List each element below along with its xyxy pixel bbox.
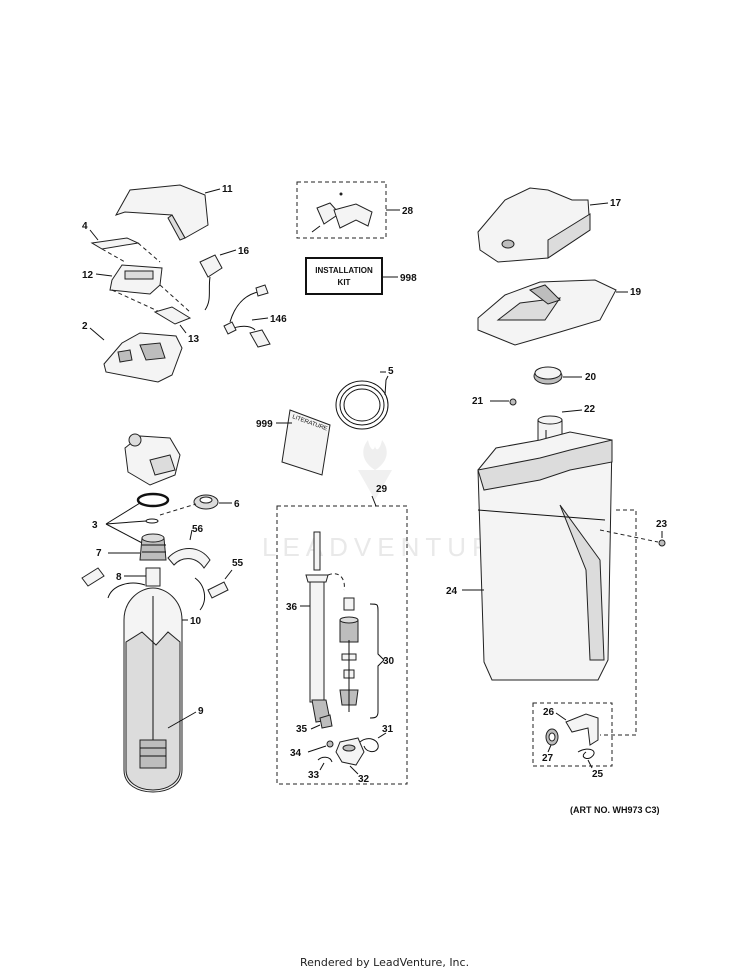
callout-20[interactable]: 20 <box>585 372 597 383</box>
callout-13[interactable]: 13 <box>188 334 200 345</box>
callout-6[interactable]: 6 <box>234 499 240 510</box>
part-17-top-cover[interactable] <box>477 187 591 263</box>
callout-23[interactable]: 23 <box>656 519 668 530</box>
callout-7[interactable]: 7 <box>96 548 102 559</box>
callout-55[interactable]: 55 <box>232 558 244 569</box>
part-8-riser-collar[interactable] <box>145 567 161 587</box>
callout-146[interactable]: 146 <box>270 314 287 325</box>
part-7-distributor-head[interactable] <box>139 533 167 561</box>
part-25-clip[interactable] <box>577 748 595 759</box>
part-13-overlay[interactable] <box>153 306 192 325</box>
callout-32[interactable]: 32 <box>358 774 370 785</box>
part-55-clip[interactable] <box>207 581 229 599</box>
part-9-riser-distributor[interactable] <box>139 739 167 769</box>
installation-kit-line2: KIT <box>338 278 351 287</box>
callout-30[interactable]: 30 <box>383 656 395 667</box>
art-number: (ART NO. WH973 C3) <box>570 805 660 815</box>
part-3-orings[interactable] <box>136 492 170 524</box>
callout-33[interactable]: 33 <box>308 770 320 781</box>
part-31-tube-fitting[interactable] <box>359 738 379 753</box>
watermark: LEADVENTURE <box>262 440 520 562</box>
callout-11[interactable]: 11 <box>222 184 233 195</box>
part-55-clip-left[interactable] <box>81 567 105 587</box>
callout-24[interactable]: 24 <box>446 586 458 597</box>
part-146-wire-harness[interactable] <box>223 284 271 348</box>
footer-credit: Rendered by LeadVenture, Inc. <box>300 956 469 969</box>
part-20-cap[interactable] <box>533 366 563 385</box>
callout-25[interactable]: 25 <box>592 769 604 780</box>
parts-box-29 <box>276 505 408 785</box>
part-33-screen[interactable] <box>317 756 333 763</box>
part-999-literature[interactable]: LITERATURE <box>281 409 331 476</box>
parts-box-25-27 <box>532 702 613 767</box>
part-19-salt-tray[interactable] <box>477 279 617 346</box>
part-26-elbow[interactable] <box>565 713 599 746</box>
callout-21[interactable]: 21 <box>472 396 484 407</box>
installation-kit-line1: INSTALLATION <box>315 266 373 275</box>
callout-27[interactable]: 27 <box>542 753 554 764</box>
part-5-tubing[interactable] <box>335 375 389 430</box>
callout-35[interactable]: 35 <box>296 724 308 735</box>
callout-8[interactable]: 8 <box>116 572 122 583</box>
part-24-brine-tank[interactable] <box>477 431 613 681</box>
callout-31[interactable]: 31 <box>382 724 394 735</box>
part-6-adapter[interactable] <box>193 494 219 510</box>
callout-34[interactable]: 34 <box>290 748 302 759</box>
part-998-installation-kit[interactable]: INSTALLATION KIT <box>305 257 383 295</box>
callout-4[interactable]: 4 <box>82 221 88 232</box>
callout-5[interactable]: 5 <box>388 366 394 377</box>
callout-998[interactable]: 998 <box>400 273 417 284</box>
part-11-cover[interactable] <box>114 184 209 241</box>
part-56-clamp[interactable] <box>167 548 211 569</box>
part-27-grommet[interactable] <box>545 728 559 746</box>
callout-28[interactable]: 28 <box>402 206 414 217</box>
part-clamp-lower[interactable] <box>107 577 206 611</box>
callout-56[interactable]: 56 <box>192 524 204 535</box>
part-23-overflow[interactable] <box>658 539 666 547</box>
callout-17[interactable]: 17 <box>610 198 622 209</box>
part-28-bracket-kit[interactable] <box>296 181 387 239</box>
callout-22[interactable]: 22 <box>584 404 596 415</box>
callout-999[interactable]: 999 <box>256 419 273 430</box>
callout-10[interactable]: 10 <box>190 616 202 627</box>
part-16-transformer[interactable] <box>199 254 223 311</box>
part-4-label[interactable] <box>90 237 140 250</box>
part-21-grommet[interactable] <box>509 398 517 406</box>
part-12-control-board[interactable] <box>109 264 163 295</box>
callout-16[interactable]: 16 <box>238 246 250 257</box>
callout-9[interactable]: 9 <box>198 706 204 717</box>
callout-29[interactable]: 29 <box>376 484 388 495</box>
callout-3[interactable]: 3 <box>92 520 98 531</box>
part-35-nut[interactable] <box>319 714 333 729</box>
part-30-valve-stack[interactable] <box>339 597 359 712</box>
watermark-text: LEADVENTURE <box>262 532 520 562</box>
part-valve-body[interactable] <box>124 433 181 486</box>
part-34-washer[interactable] <box>326 740 334 748</box>
callout-12[interactable]: 12 <box>82 270 94 281</box>
callout-19[interactable]: 19 <box>630 287 642 298</box>
callout-26[interactable]: 26 <box>543 707 555 718</box>
callout-36[interactable]: 36 <box>286 602 298 613</box>
part-32-injector-body[interactable] <box>335 737 365 766</box>
callout-2[interactable]: 2 <box>82 321 88 332</box>
part-36-brine-tube[interactable] <box>305 531 331 723</box>
part-2-housing[interactable] <box>103 332 183 383</box>
